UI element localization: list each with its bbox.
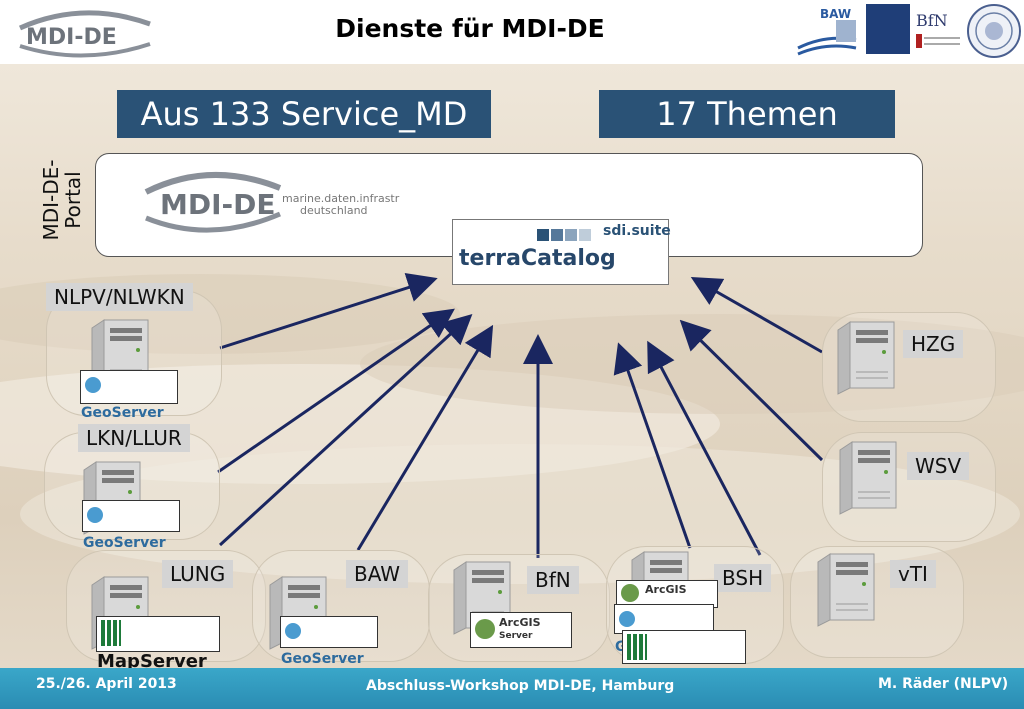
mapserver-grid-icon: [101, 620, 121, 646]
globe-icon: [619, 611, 635, 627]
arcgis-globe-icon: [621, 584, 639, 602]
globe-icon: [285, 623, 301, 639]
arcgis-globe-icon: [475, 619, 495, 639]
footer-author: M. Räder (NLPV): [878, 676, 1009, 692]
svg-text:marine.daten.infrastruktur: marine.daten.infrastruktur: [282, 192, 400, 205]
node-label-lkn: LKN/LLUR: [78, 424, 190, 452]
mapserver-logo-lung: MapServer: [96, 616, 220, 672]
node-label-baw: BAW: [346, 560, 409, 588]
node-label-wsv: WSV: [907, 452, 970, 480]
mapserver-grid-icon: [627, 634, 647, 660]
themes-count-banner: 17 Themen: [599, 90, 895, 138]
geoserver-logo-nlpv: GeoServer: [80, 370, 178, 421]
globe-icon: [85, 377, 101, 393]
mdi-de-logo: MDI-DE: [18, 10, 151, 58]
arrow-bsh-1: [613, 342, 692, 549]
footer-bar: 25./26. April 2013 Abschluss-Workshop MD…: [0, 668, 1024, 709]
svg-text:MDI-DE: MDI-DE: [160, 188, 276, 221]
arrow-nlpv: [219, 273, 438, 350]
svg-text:BAW: BAW: [820, 7, 851, 21]
geoserver-logo-lkn: GeoServer: [82, 500, 180, 551]
svg-text:BfN: BfN: [916, 11, 948, 30]
mapserver-logo-bsh: MapServer: [622, 630, 746, 686]
blue-square-logo: [866, 4, 910, 54]
node-label-lung: LUNG: [162, 560, 234, 588]
node-label-nlpv: NLPV/NLWKN: [46, 283, 193, 311]
server-icon-hzg: [836, 320, 896, 396]
arrow-wsv: [679, 319, 824, 462]
sdi-suite-label: sdi.suite: [603, 223, 671, 239]
university-seal-logo: [967, 4, 1021, 58]
terracatalog-node[interactable]: sdi.suite terraCatalog: [452, 219, 671, 285]
geoserver-logo-baw: GeoServer: [280, 616, 378, 667]
svg-text:MDI-DE: MDI-DE: [26, 25, 117, 50]
header: MDI-DE Dienste für MDI-DE BAW BfN: [0, 0, 1024, 64]
server-icon-wsv: [838, 440, 898, 516]
arrow-hzg: [690, 277, 823, 354]
footer-date: 25./26. April 2013: [36, 676, 177, 692]
terracatalog-label: terraCatalog: [459, 246, 616, 271]
svg-text:deutschland: deutschland: [300, 204, 368, 217]
baw-logo: BAW: [797, 7, 857, 56]
node-label-vti: vTI: [890, 560, 936, 588]
arrow-lung: [218, 313, 473, 547]
portal-mdi-de-logo: MDI-DE marine.daten.infrastruktur deutsc…: [144, 172, 400, 233]
arrow-baw: [356, 324, 494, 551]
arcgis-logo-bsh: ArcGIS: [616, 580, 718, 608]
footer-event: Abschluss-Workshop MDI-DE, Hamburg: [366, 678, 675, 694]
bfn-logo: BfN: [916, 11, 960, 48]
arrow-lkn: [217, 308, 455, 474]
node-label-hzg: HZG: [903, 330, 964, 358]
node-label-bfn: BfN: [527, 566, 579, 594]
globe-icon: [87, 507, 103, 523]
sdi-squares-icon: [537, 226, 591, 245]
arrow-bsh-2: [647, 340, 762, 556]
services-count-banner: Aus 133 Service_MD: [117, 90, 491, 138]
page-title: Dienste für MDI-DE: [335, 14, 605, 43]
node-label-bsh: BSH: [714, 564, 772, 592]
server-icon-vti: [816, 552, 876, 628]
